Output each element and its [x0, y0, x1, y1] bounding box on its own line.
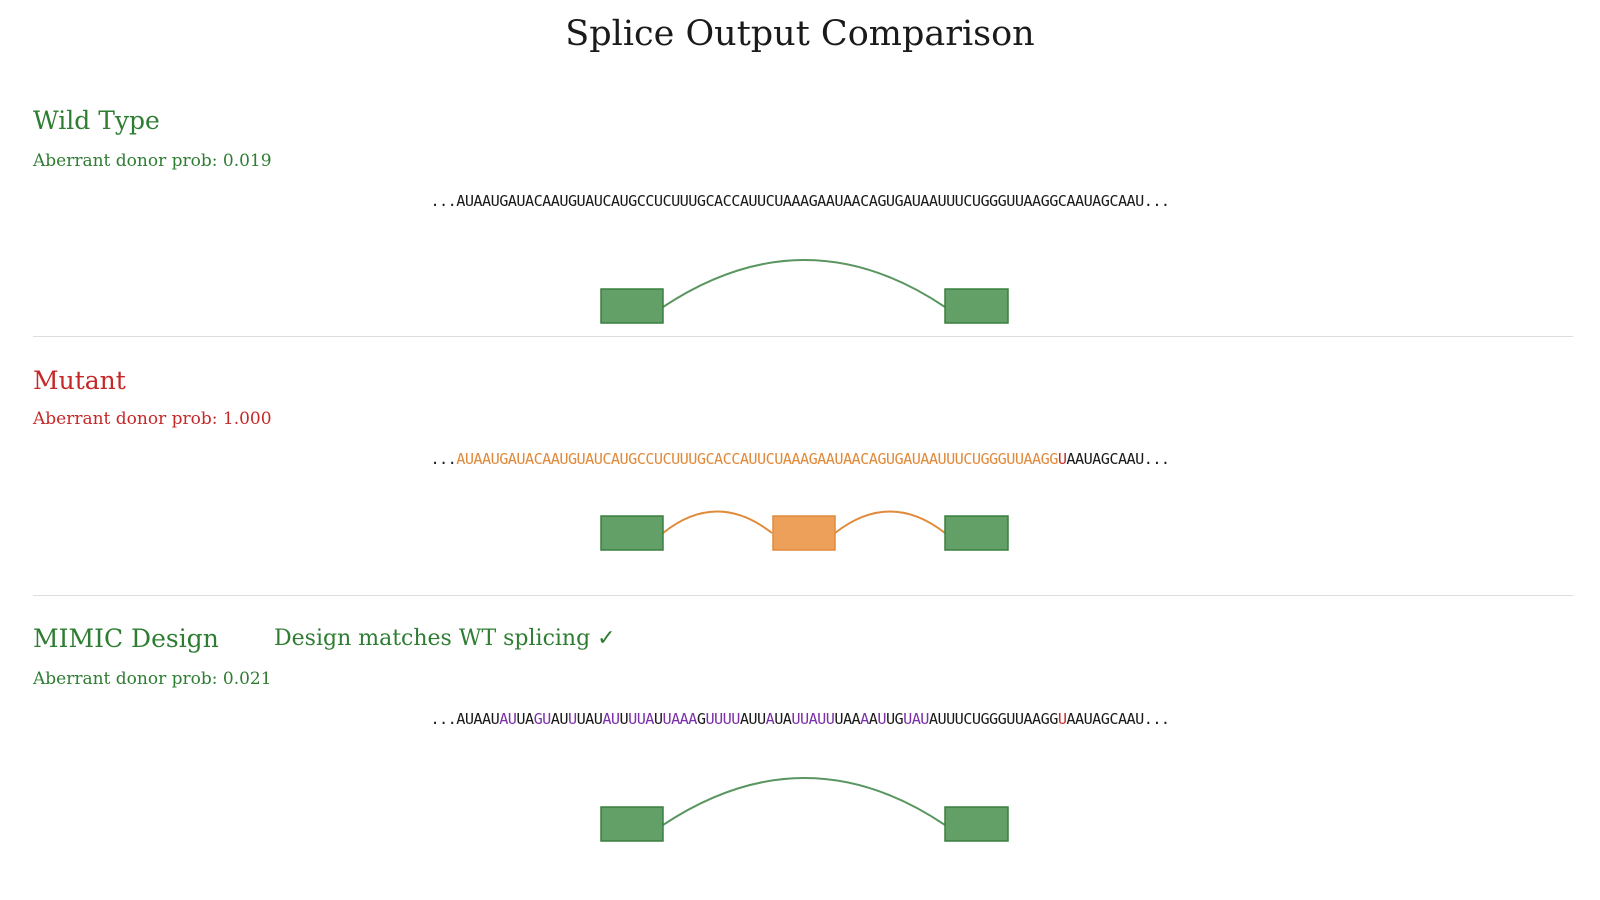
sequence-segment-normal: AAUAGCAAU [1066, 710, 1144, 728]
sequence-segment-normal: AUUUCUGGGUUAAGG [928, 710, 1058, 728]
sequence-segment-design: UAU [903, 710, 929, 728]
sequence-segment-normal: AUAAUGAUACAAUGUAUCAUGCCUCUUUGCACCAUUCUAA… [456, 192, 1144, 210]
design-status: Design matches WT splicing ✓ [274, 626, 616, 651]
sequence-segment-design: A [860, 710, 869, 728]
sequence-segment-normal: UA [516, 710, 534, 728]
sequence-segment-mutation: U [1057, 450, 1067, 468]
sequence-ellipsis: ... [430, 192, 457, 210]
sequence-segment-normal: UAU [576, 710, 603, 728]
sequence-segment-design: U [567, 710, 577, 728]
sequence-segment-normal: AAUAGCAAU [1066, 450, 1144, 468]
sequence-segment-mutation: U [1057, 710, 1067, 728]
exon-1 [600, 515, 664, 551]
page-title: Splice Output Comparison [565, 14, 1035, 54]
splicing-diagram [600, 777, 1009, 842]
section-title: Wild Type [33, 106, 160, 135]
sequence-segment-design: AU [499, 710, 517, 728]
sequence-segment-normal: U [619, 710, 629, 728]
exon-1 [600, 288, 664, 324]
exon-2 [944, 806, 1009, 842]
sequence-ellipsis: ... [1143, 710, 1170, 728]
splice-junction-arc [834, 510, 946, 534]
cryptic-exon [772, 515, 836, 551]
sequence-segment-normal: UG [885, 710, 904, 728]
sequence-segment-normal: U [653, 710, 663, 728]
splicing-diagram [600, 259, 1009, 324]
section-divider [33, 595, 1573, 596]
sequence-segment-normal: G [696, 710, 706, 728]
sequence-ellipsis: ... [1143, 450, 1170, 468]
sequence-segment-design: U [877, 710, 886, 728]
section-title: Mutant [33, 366, 126, 395]
rna-sequence: ...AUAAUAUUAGUAUUUAUAUUUUAUUAAAGUUUUAUUA… [0, 710, 1600, 728]
sequence-segment-design: UUAUU [791, 710, 835, 728]
sequence-segment-normal: AUU [739, 710, 766, 728]
sequence-segment-normal: UA [774, 710, 792, 728]
sequence-segment-normal: AU [550, 710, 569, 728]
aberrant-prob-label: Aberrant donor prob: 1.000 [33, 409, 272, 429]
sequence-ellipsis: ... [1143, 192, 1170, 210]
aberrant-prob-label: Aberrant donor prob: 0.021 [33, 669, 272, 689]
sequence-segment-design: GU [533, 710, 552, 728]
sequence-segment-normal: AUAAU [456, 710, 500, 728]
sequence-segment-design: UUA [628, 710, 654, 728]
aberrant-prob-label: Aberrant donor prob: 0.019 [33, 151, 272, 171]
splicing-diagram [600, 510, 1009, 551]
sequence-segment-design: UAAA [662, 710, 698, 728]
exon-1 [600, 806, 664, 842]
splice-junction-arc [662, 259, 946, 308]
splice-junction-arc [662, 777, 946, 826]
section-title: MIMIC Design [33, 624, 219, 653]
sequence-segment-normal: UAA [834, 710, 861, 728]
exon-2 [944, 515, 1009, 551]
rna-sequence: ...AUAAUGAUACAAUGUAUCAUGCCUCUUUGCACCAUUC… [0, 192, 1600, 210]
sequence-segment-design: AU [602, 710, 620, 728]
exon-2 [944, 288, 1009, 324]
splice-junction-arc [662, 510, 773, 534]
rna-sequence: ...AUAAUGAUACAAUGUAUCAUGCCUCUUUGCACCAUUC… [0, 450, 1600, 468]
section-divider [33, 336, 1573, 337]
sequence-segment-design: A [765, 710, 775, 728]
sequence-ellipsis: ... [430, 450, 457, 468]
sequence-ellipsis: ... [430, 710, 457, 728]
sequence-segment-design: UUUU [705, 710, 740, 728]
sequence-segment-cryptic: AUAAUGAUACAAUGUAUCAUGCCUCUUUGCACCAUUCUAA… [456, 450, 1058, 468]
sequence-segment-normal: A [868, 710, 878, 728]
